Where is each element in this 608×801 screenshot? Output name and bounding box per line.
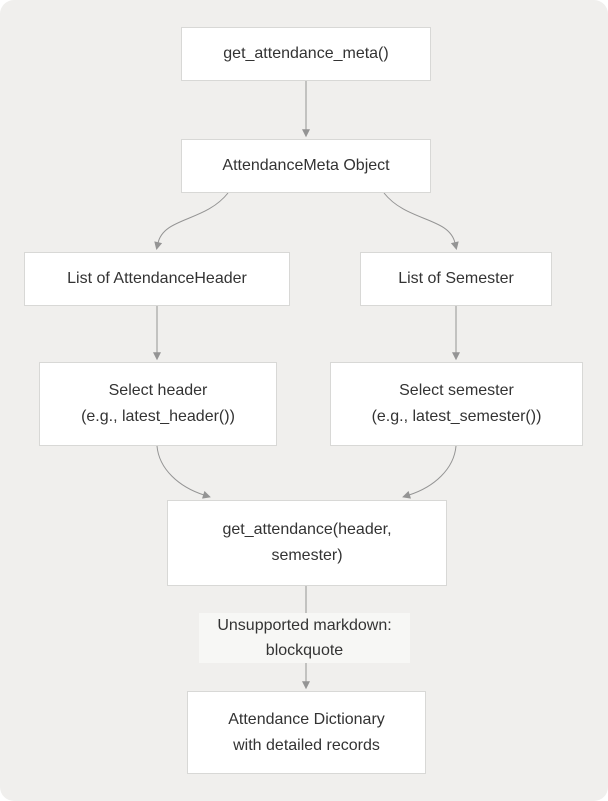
node-list-of-semester: List of Semester [360,252,552,306]
node-label: Select header (e.g., latest_header()) [81,382,235,425]
edge-select-header-to-get-attendance [156,445,211,499]
node-attendance-meta-object: AttendanceMeta Object [181,139,431,193]
node-label: List of AttendanceHeader [67,270,247,287]
edge-label-text: Unsupported markdown: blockquote [217,617,392,659]
node-label: get_attendance_meta() [223,45,389,62]
edge-meta-object-to-header-list [154,192,229,251]
node-select-semester: Select semester (e.g., latest_semester()… [330,362,583,446]
node-list-of-attendance-header: List of AttendanceHeader [24,252,290,306]
node-label: get_attendance(header, semester) [222,521,392,564]
node-label: List of Semester [398,270,514,287]
node-attendance-dictionary-result: Attendance Dictionary with detailed reco… [187,691,426,774]
node-get-attendance-meta: get_attendance_meta() [181,27,431,81]
node-label: Select semester (e.g., latest_semester()… [371,382,542,425]
edge-meta-object-to-semester-list [383,192,459,251]
edge-select-semester-to-get-attendance [402,445,457,499]
node-select-header: Select header (e.g., latest_header()) [39,362,277,446]
node-label: AttendanceMeta Object [222,157,390,174]
edge-label-unsupported-markdown: Unsupported markdown: blockquote [199,613,410,663]
node-label: Attendance Dictionary with detailed reco… [228,710,385,754]
node-get-attendance-call: get_attendance(header, semester) [167,500,447,586]
